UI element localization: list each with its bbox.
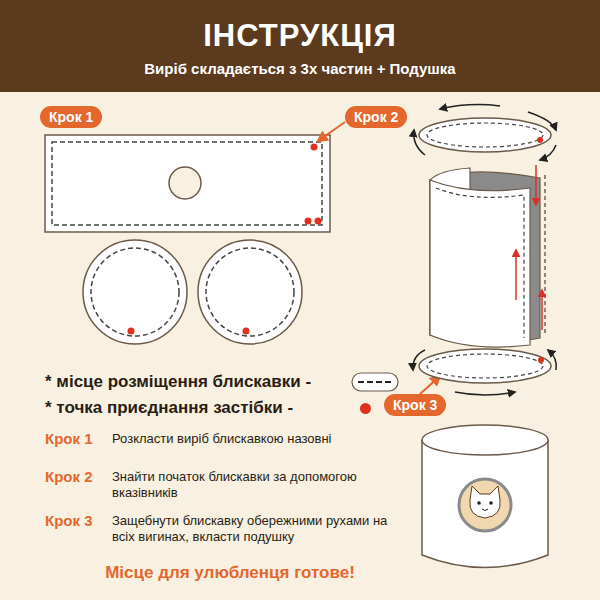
- step-pill: Крок 3: [384, 394, 446, 416]
- step-number: Крок 1: [45, 430, 115, 449]
- legend-text: * місце розміщення блискавки -: [45, 372, 311, 392]
- zipper-sample: [352, 373, 398, 391]
- side-panel: [45, 135, 330, 232]
- legend-swatch: [360, 403, 371, 414]
- step-pill: Крок 2: [345, 106, 407, 128]
- assembly-drawing: [413, 105, 556, 395]
- round-ends: [83, 240, 302, 344]
- step-text: Защебнути блискавку обережними рухами на…: [112, 513, 402, 546]
- leader-line: [420, 376, 440, 394]
- leader-line: [318, 122, 345, 141]
- finished-bed: [422, 425, 548, 568]
- step-number: Крок 2: [45, 468, 115, 487]
- step-text: Розкласти виріб блискавкою назовні: [112, 431, 402, 447]
- step-label: Крок 3: [393, 397, 437, 413]
- step-text: Знайти початок блискавки за допомогою вк…: [112, 469, 402, 502]
- title: ІНСТРУКЦІЯ: [0, 18, 600, 54]
- step-number: Крок 3: [45, 512, 115, 531]
- step-pill: Крок 1: [40, 106, 102, 128]
- step-label: Крок 2: [354, 109, 398, 125]
- header-band: [0, 0, 600, 92]
- closing-note: Місце для улюбленця готове!: [40, 562, 420, 583]
- legend-text: * точка приєднання застібки -: [45, 398, 293, 418]
- subtitle: Виріб складається з 3х частин + Подушка: [0, 60, 600, 79]
- step-label: Крок 1: [49, 109, 93, 125]
